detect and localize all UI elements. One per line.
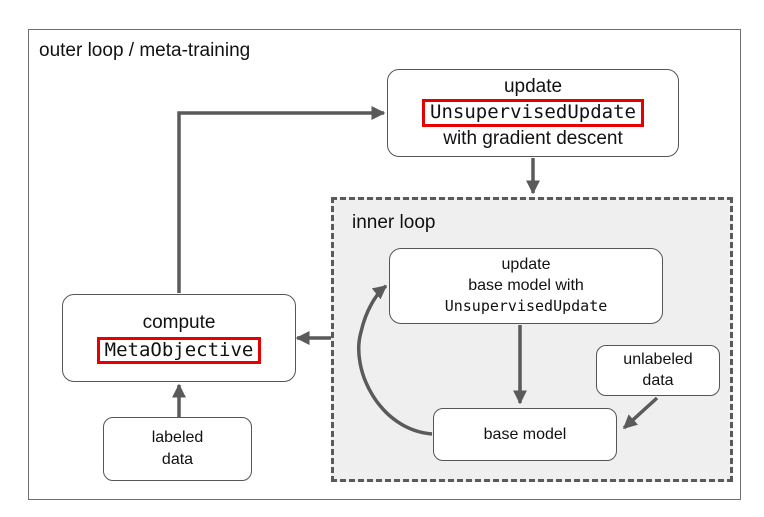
compute-code: MetaObjective: [96, 336, 262, 365]
unlabeled-line2: data: [642, 371, 674, 389]
labeled-data-box: labeled data: [103, 417, 252, 481]
inner-update-line1: update: [501, 256, 551, 274]
arrow-unlabeled-to-base-model: [622, 396, 659, 430]
outer-loop-title: outer loop / meta-training: [39, 40, 251, 61]
outer-update-line1: update: [503, 76, 563, 98]
outer-update-code: UnsupervisedUpdate: [422, 99, 644, 127]
outer-update-box: update UnsupervisedUpdate with gradient …: [387, 69, 679, 157]
base-model-label: base model: [483, 425, 567, 443]
labeled-line2: data: [161, 451, 194, 468]
inner-update-line2: base model with: [468, 277, 584, 295]
inner-update-code: UnsupervisedUpdate: [444, 297, 608, 316]
arrow-compute-to-update: [177, 106, 386, 293]
arrow-base-model-to-inner-update: [357, 284, 433, 436]
unlabeled-line1: unlabeled: [623, 350, 693, 368]
compute-box: compute MetaObjective: [62, 294, 296, 382]
inner-update-box: update base model with UnsupervisedUpdat…: [389, 248, 663, 324]
compute-line1: compute: [142, 311, 216, 333]
inner-loop-title: inner loop: [352, 212, 436, 233]
base-model-box: base model: [433, 408, 617, 461]
outer-update-line3: with gradient descent: [443, 127, 623, 149]
unlabeled-data-box: unlabeled data: [596, 345, 720, 396]
labeled-line1: labeled: [151, 429, 204, 447]
